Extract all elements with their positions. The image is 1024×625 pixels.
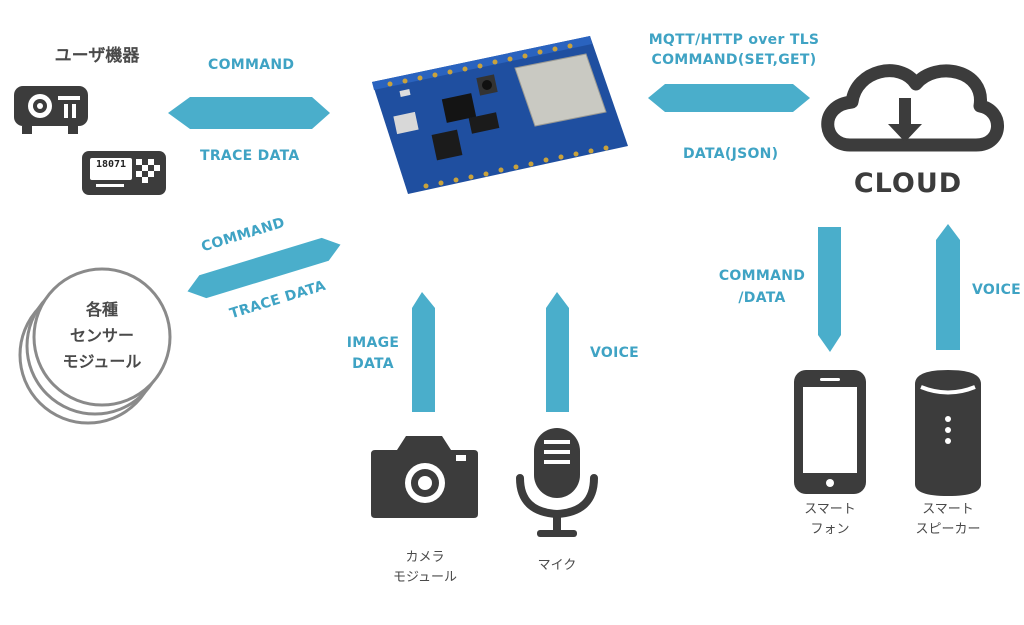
voice-label-mic: VOICE — [590, 345, 640, 361]
cloud-label: CLOUD — [853, 168, 963, 199]
arrow-bidirectional-user — [168, 97, 330, 129]
data-json-label: DATA(JSON) — [683, 146, 779, 162]
arrow-down-command — [818, 227, 841, 352]
smart-speaker-label: スマート スピーカー — [915, 502, 981, 537]
smart-speaker-icon — [915, 370, 981, 496]
trace-data-label-top: TRACE DATA — [200, 148, 300, 164]
projector-icon — [14, 86, 88, 134]
voice-label-speaker: VOICE — [972, 282, 1022, 298]
camera-icon — [371, 436, 478, 518]
display-value: 18071 — [95, 159, 127, 170]
user-device-label: ユーザ機器 — [54, 46, 140, 66]
display-meter-icon — [82, 151, 166, 195]
sensor-module-icon — [18, 267, 172, 425]
iot-board-image — [372, 36, 628, 194]
arrow-up-voice-speaker — [936, 224, 960, 350]
command-label-top: COMMAND — [208, 57, 295, 73]
cloud-icon — [821, 64, 1004, 152]
protocol-label: MQTT/HTTP over TLS COMMAND(SET,GET) — [648, 32, 820, 68]
arrow-bidirectional-cloud — [648, 84, 810, 112]
image-data-label: IMAGE DATA — [346, 335, 400, 372]
arrow-bidirectional-sensor — [187, 237, 341, 299]
arrow-up-image — [412, 292, 435, 412]
arrow-up-voice — [546, 292, 569, 412]
command-data-label: COMMAND /DATA — [718, 268, 806, 306]
camera-module-label: カメラ モジュール — [392, 550, 458, 585]
smartphone-icon — [794, 370, 866, 494]
microphone-icon — [516, 428, 598, 537]
smartphone-label: スマート フォン — [804, 502, 856, 537]
microphone-label: マイク — [537, 558, 577, 573]
sensor-module-label: 各種 センサー モジュール — [62, 300, 142, 371]
